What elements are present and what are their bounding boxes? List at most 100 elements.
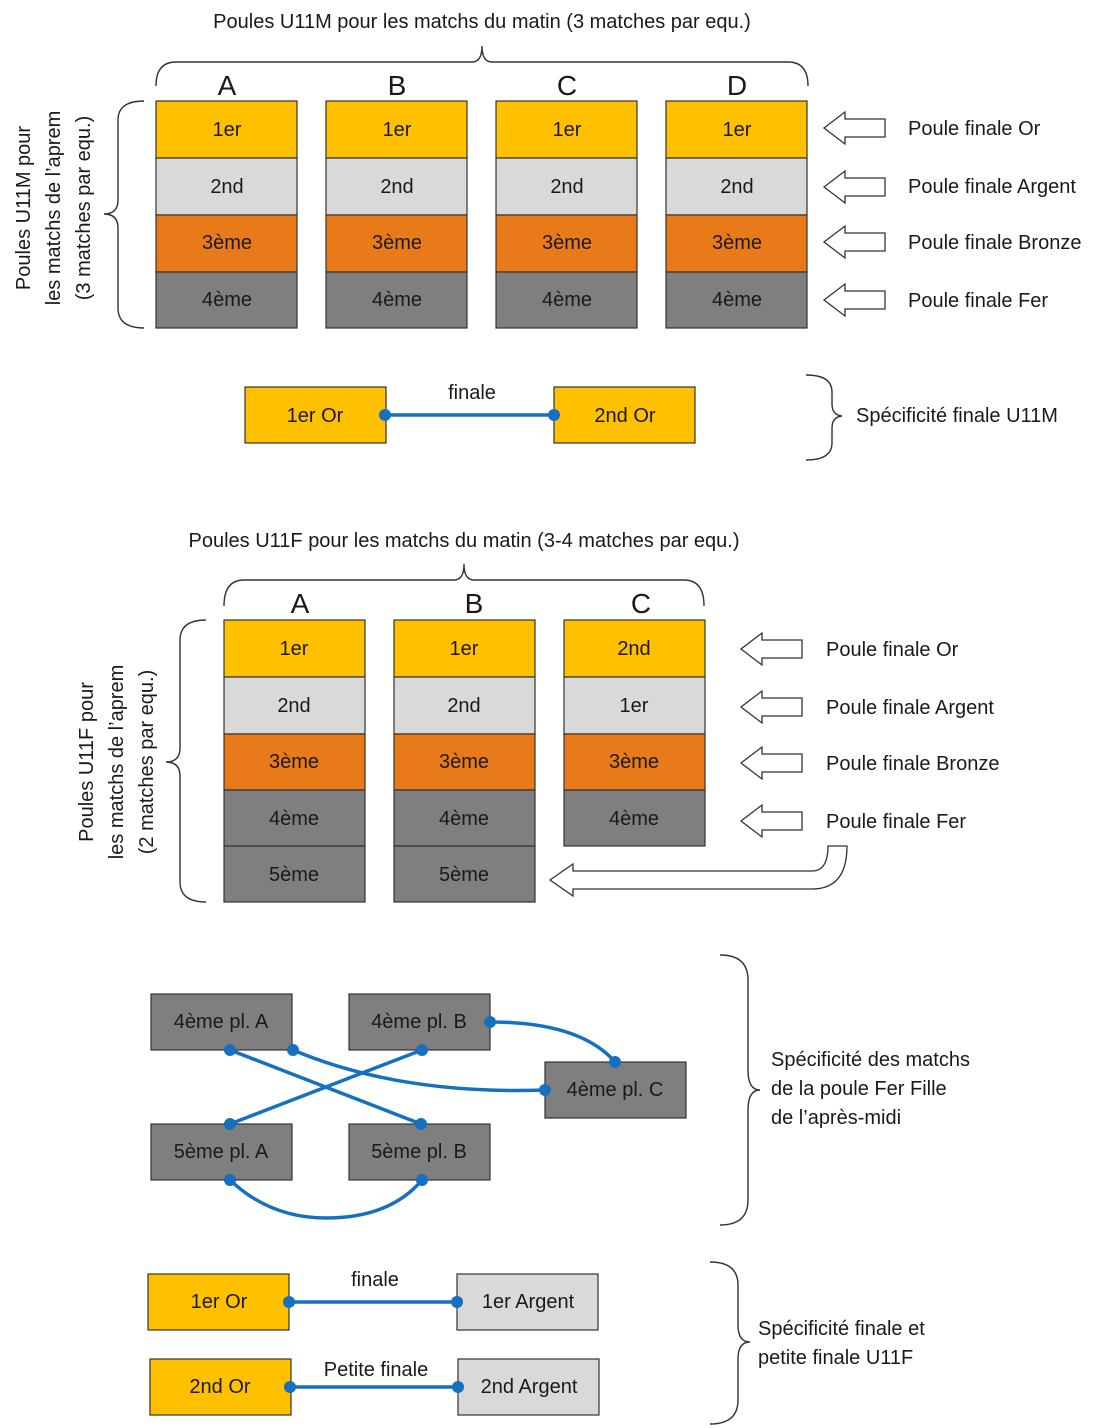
u11f-group-a: 1er 2nd 3ème 4ème 5ème [223, 619, 366, 903]
u11m-c-row-2 [495, 157, 638, 216]
u11m-group-letter-d: D [727, 70, 747, 101]
u11m-group-d: 1er 2nd 3ème 4ème [665, 100, 808, 329]
u11m-b-row-4 [325, 271, 468, 329]
u11f-c-row-3 [563, 733, 706, 791]
u11f-b-row-2 [393, 676, 536, 735]
u11m-final-link-label: finale [448, 382, 496, 404]
u11f-final-pools: Poule finale Or Poule finale Argent Poul… [548, 631, 999, 898]
u11m-a-row-3-label: 3ème [202, 232, 252, 254]
u11m-side-label: Poules U11M pour les matchs de l’aprem (… [13, 111, 95, 306]
link-endpoint [415, 1118, 427, 1130]
u11m-final-left-box [244, 386, 387, 444]
u11f-b-row-4-label: 4ème [439, 808, 489, 830]
u11f-left-brace [165, 619, 207, 903]
u11f-side-label-line-2: les matchs de l’aprem [106, 665, 128, 860]
fer-node-5b-label: 5ème pl. B [371, 1141, 467, 1163]
u11f-small-final-left-box [149, 1358, 292, 1416]
fer-node-4a [150, 993, 293, 1051]
u11m-group-a: 1er 2nd 3ème 4ème [155, 100, 298, 329]
u11m-side-label-line-2: les matchs de l’aprem [43, 111, 65, 306]
u11f-b-row-5-label: 5ème [439, 864, 489, 886]
u11m-final-pool-argent: Poule finale Argent [908, 176, 1076, 198]
u11m-d-row-1-label: 1er [723, 119, 752, 141]
u11m-c-row-1-label: 1er [553, 119, 582, 141]
u11f-final-left-box [147, 1273, 290, 1331]
u11m-final-pool-bronze: Poule finale Bronze [908, 232, 1081, 254]
u11m-d-row-2 [665, 157, 808, 216]
left-arrow-icon [739, 745, 803, 781]
u11f-group-b: 1er 2nd 3ème 4ème 5ème [393, 619, 536, 903]
left-arrow-icon [822, 224, 886, 260]
u11m-b-row-3-label: 3ème [372, 232, 422, 254]
u11f-c-row-4 [563, 789, 706, 847]
u11m-a-row-3 [155, 214, 298, 273]
u11f-a-row-4-label: 4ème [269, 808, 319, 830]
u11m-d-row-3-label: 3ème [712, 232, 762, 254]
fer-node-5a [150, 1123, 293, 1181]
u11f-final-brace [709, 1261, 751, 1425]
link-endpoint [224, 1044, 236, 1056]
u11f-fer-matches: 4ème pl. A 4ème pl. B 4ème pl. C 5ème pl… [150, 993, 687, 1220]
link-endpoint [451, 1296, 463, 1308]
u11m-d-row-3 [665, 214, 808, 273]
u11f-a-row-1-label: 1er [280, 638, 309, 660]
link-endpoint [284, 1381, 296, 1393]
u11m-d-row-4 [665, 271, 808, 329]
u11f-fer-brace [719, 954, 761, 1226]
fer-link-4b-4c [489, 1020, 617, 1064]
u11f-final-note: Spécificité finale et petite finale U11F [758, 1318, 925, 1369]
u11f-side-label: Poules U11F pour les matchs de l’aprem (… [76, 665, 158, 860]
link-endpoint [609, 1056, 621, 1068]
u11f-final-link-label: finale [351, 1269, 399, 1291]
u11m-final-brace [805, 374, 843, 461]
u11m-a-row-4-label: 4ème [202, 289, 252, 311]
u11f-a-row-2 [223, 676, 366, 735]
u11f-final-right-label: 1er Argent [482, 1291, 575, 1313]
u11m-c-row-4 [495, 271, 638, 329]
u11f-final-right-box [456, 1273, 599, 1331]
u11f-c-row-1 [563, 619, 706, 678]
u11f-final-note-line-2: petite finale U11F [758, 1347, 913, 1369]
u11f-a-row-5-label: 5ème [269, 864, 319, 886]
u11m-c-row-3-label: 3ème [542, 232, 592, 254]
left-arrow-icon [822, 282, 886, 318]
u11m-final-pool-or: Poule finale Or [908, 118, 1041, 140]
u11f-c-row-3-label: 3ème [609, 751, 659, 773]
u11f-small-final-left-label: 2nd Or [189, 1376, 250, 1398]
u11f-small-final-match: 2nd Or 2nd Argent Petite finale [149, 1358, 600, 1416]
u11f-final-pool-argent: Poule finale Argent [826, 697, 994, 719]
link-endpoint [416, 1174, 428, 1186]
fer-node-5b [348, 1123, 491, 1181]
u11m-group-letter-c: C [557, 70, 577, 101]
u11f-group-letter-b: B [465, 588, 484, 619]
fer-node-4c-label: 4ème pl. C [567, 1079, 664, 1101]
fer-node-4b-label: 4ème pl. B [371, 1011, 467, 1033]
u11m-final-note: Spécificité finale U11M [856, 405, 1058, 427]
u11m-final-right-label: 2nd Or [594, 405, 655, 427]
u11f-a-row-5 [223, 845, 366, 903]
u11f-final-pool-bronze: Poule finale Bronze [826, 753, 999, 775]
u11f-b-row-3-label: 3ème [439, 751, 489, 773]
link-endpoint [224, 1118, 236, 1130]
u11m-side-label-line-3: (3 matches par equ.) [73, 116, 95, 301]
link-endpoint [548, 409, 560, 421]
u11m-left-brace [103, 100, 145, 329]
u11f-b-row-5 [393, 845, 536, 903]
u11m-final-left-label: 1er Or [287, 405, 344, 427]
u11f-title: Poules U11F pour les matchs du matin (3-… [189, 530, 740, 552]
u11f-small-final-link-label: Petite finale [324, 1359, 429, 1381]
fer-link-4a-4c [292, 1048, 546, 1093]
u11m-a-row-2-label: 2nd [210, 176, 243, 198]
u11f-b-row-2-label: 2nd [447, 695, 480, 717]
u11f-final-left-label: 1er Or [191, 1291, 248, 1313]
u11f-a-row-3-label: 3ème [269, 751, 319, 773]
link-endpoint [484, 1016, 496, 1028]
u11f-final-match: 1er Or 1er Argent finale [147, 1269, 599, 1331]
link-endpoint [287, 1044, 299, 1056]
u11m-c-row-3 [495, 214, 638, 273]
u11m-group-letter-a: A [218, 70, 237, 101]
u11m-b-row-2 [325, 157, 468, 216]
u11m-final-pool-fer: Poule finale Fer [908, 290, 1048, 312]
link-endpoint [452, 1381, 464, 1393]
u11f-fer-note-line-1: Spécificité des matchs [771, 1049, 970, 1071]
